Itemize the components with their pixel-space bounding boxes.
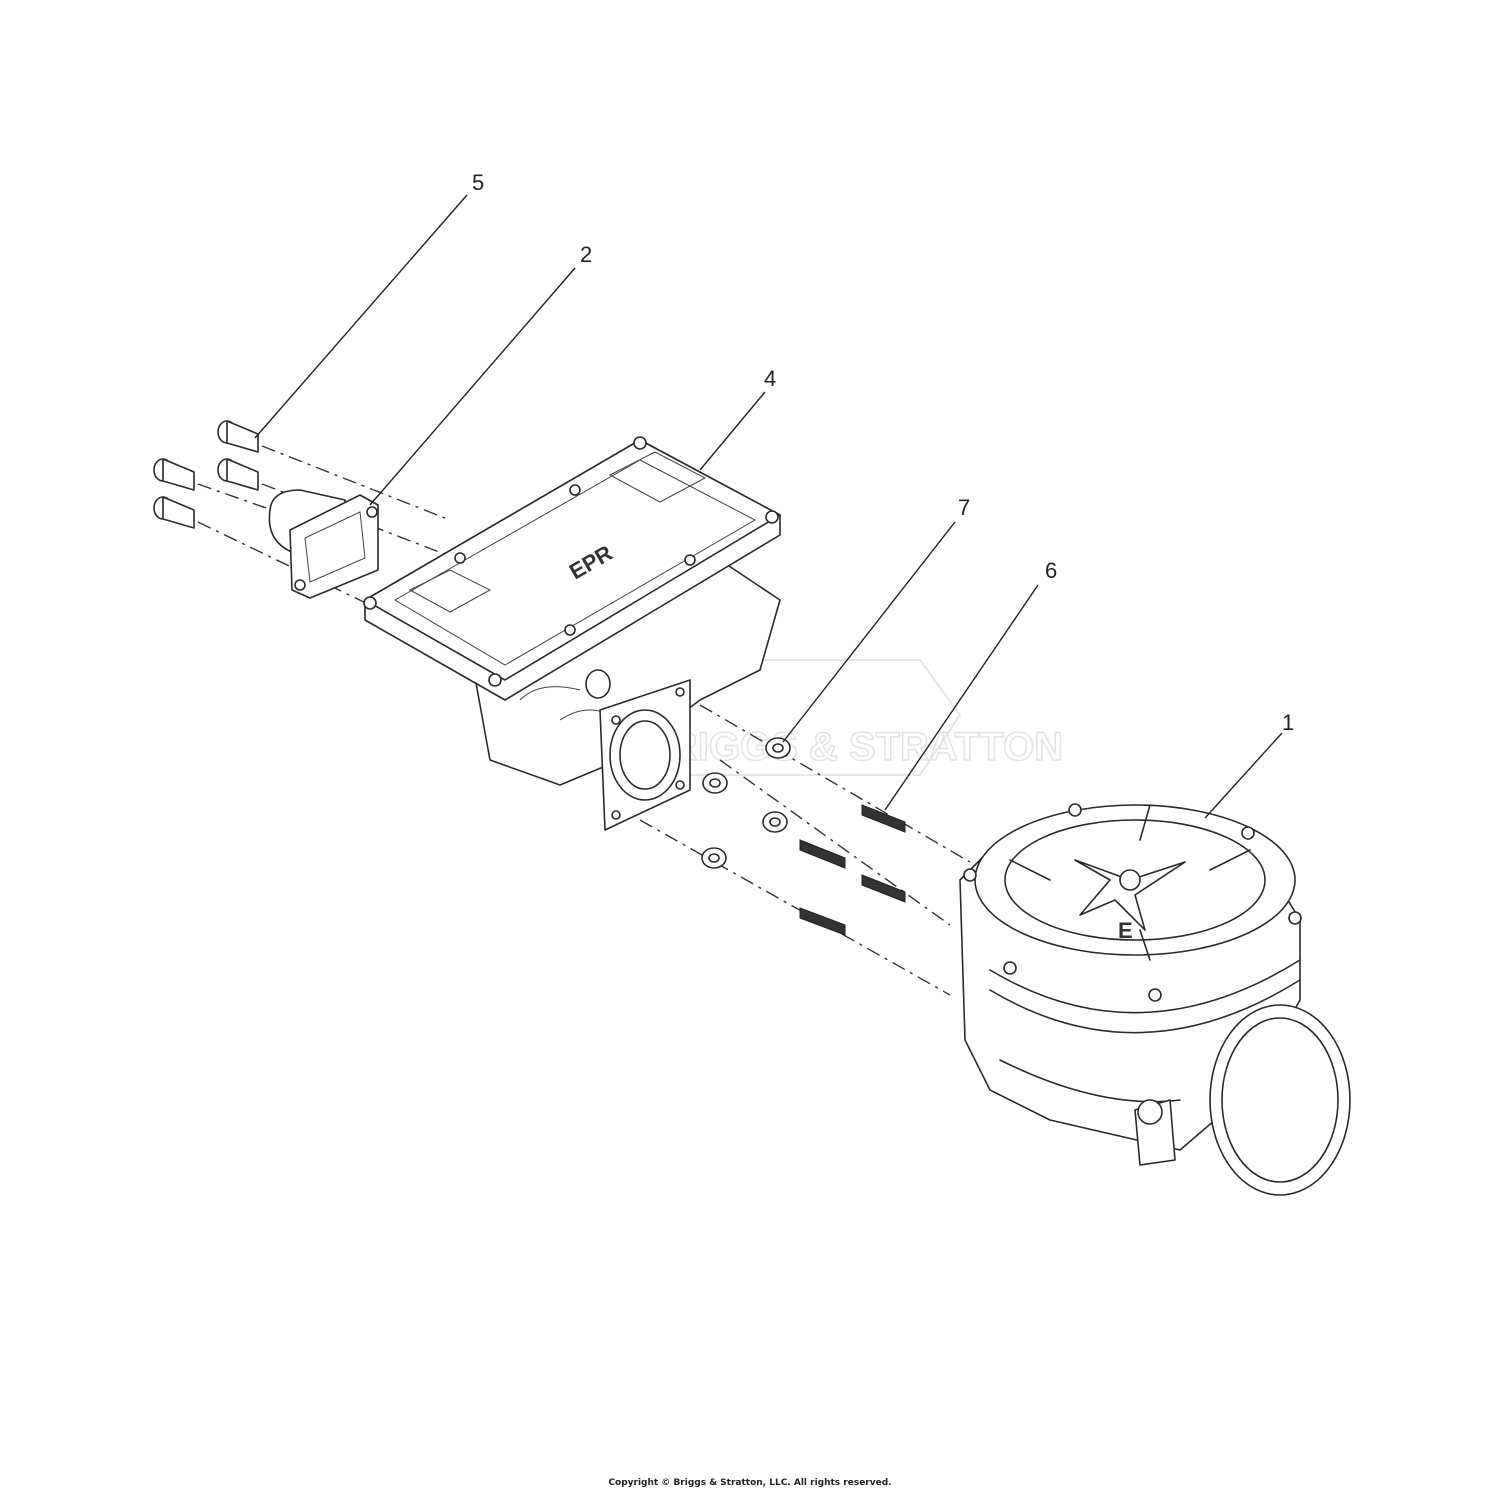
- callout-4: 4: [699, 366, 776, 471]
- callout-2: 2: [369, 242, 592, 506]
- pressure-regulator: EPR: [363, 436, 781, 831]
- cap-screw: [153, 458, 195, 491]
- copyright-notice: Copyright © Briggs & Stratton, LLC. All …: [608, 1478, 892, 1488]
- callout-label-1: 1: [1282, 710, 1294, 735]
- callouts: 5 2 4 7 6 1: [254, 170, 1294, 819]
- cap-screw: [217, 420, 259, 453]
- stud: [861, 804, 906, 833]
- callout-5: 5: [254, 170, 484, 439]
- callout-label-2: 2: [580, 242, 592, 267]
- callout-7: 7: [782, 495, 970, 743]
- stud: [861, 874, 906, 903]
- callout-label-4: 4: [764, 366, 776, 391]
- nut: [701, 847, 727, 869]
- callout-1: 1: [1204, 710, 1294, 819]
- watermark: BRIGGS & STRATTON: [638, 659, 1064, 776]
- cap-screws: [153, 420, 259, 529]
- callout-label-6: 6: [1045, 558, 1057, 583]
- studs: [799, 804, 906, 936]
- cap-screw: [153, 496, 195, 529]
- watermark-text: BRIGGS & STRATTON: [640, 725, 1063, 769]
- nut: [762, 811, 788, 833]
- nut: [765, 737, 791, 759]
- stud: [799, 907, 846, 936]
- callout-6: 6: [884, 558, 1057, 811]
- callout-label-5: 5: [472, 170, 484, 195]
- nut: [702, 772, 728, 794]
- mixer-logo: E: [1118, 918, 1133, 943]
- mixer-assembly: E: [959, 803, 1351, 1196]
- nuts: [701, 737, 791, 869]
- inlet-elbow: [268, 489, 379, 599]
- cap-screw: [217, 458, 259, 491]
- callout-label-7: 7: [958, 495, 970, 520]
- stud: [799, 839, 846, 869]
